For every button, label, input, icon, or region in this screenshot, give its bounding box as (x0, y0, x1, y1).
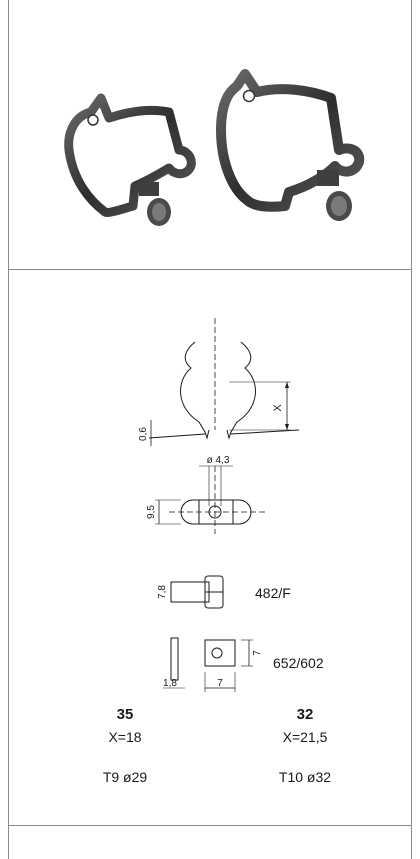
dim-plate-thk-label: 1,8 (163, 678, 177, 689)
dim-x-label: X (272, 404, 284, 412)
plate-drawing (163, 637, 253, 692)
variant-code: 35 (116, 706, 134, 723)
dim-screw-len-label: 7,8 (157, 585, 168, 599)
variant-32: 32 X=21,5 T10 ø32 (245, 706, 365, 785)
screw-code: 482/F (255, 585, 291, 601)
technical-drawings: X 0,6 ø 4,3 9,5 (138, 318, 300, 692)
variant-tube: T10 ø32 (278, 769, 332, 785)
clip-front-view (148, 318, 300, 446)
plate-code: 652/602 (273, 655, 324, 671)
small-clip-image (64, 93, 196, 226)
large-clip-image (216, 69, 365, 221)
dim-width-label: 9,5 (146, 505, 157, 519)
variant-code: 32 (296, 706, 314, 723)
dim-plate-w-label: 7 (217, 678, 223, 689)
variant-x: X=21,5 (282, 729, 328, 745)
dim-plate-h-label: 7 (252, 650, 263, 656)
product-photo (64, 69, 365, 226)
variant-tube: T9 ø29 (102, 769, 148, 785)
product-photo-panel (9, 0, 411, 270)
catalog-sheet: X 0,6 ø 4,3 9,5 (8, 0, 412, 859)
dim-hole-label: ø 4,3 (207, 455, 230, 466)
screw-drawing (170, 575, 224, 609)
variant-x: X=18 (108, 729, 142, 745)
variant-35: 35 X=18 T9 ø29 (65, 706, 185, 785)
technical-drawing-panel: X 0,6 ø 4,3 9,5 (9, 270, 411, 826)
dim-thickness-label: 0,6 (138, 427, 149, 441)
clip-top-view (155, 465, 265, 534)
footer-panel (9, 826, 411, 859)
